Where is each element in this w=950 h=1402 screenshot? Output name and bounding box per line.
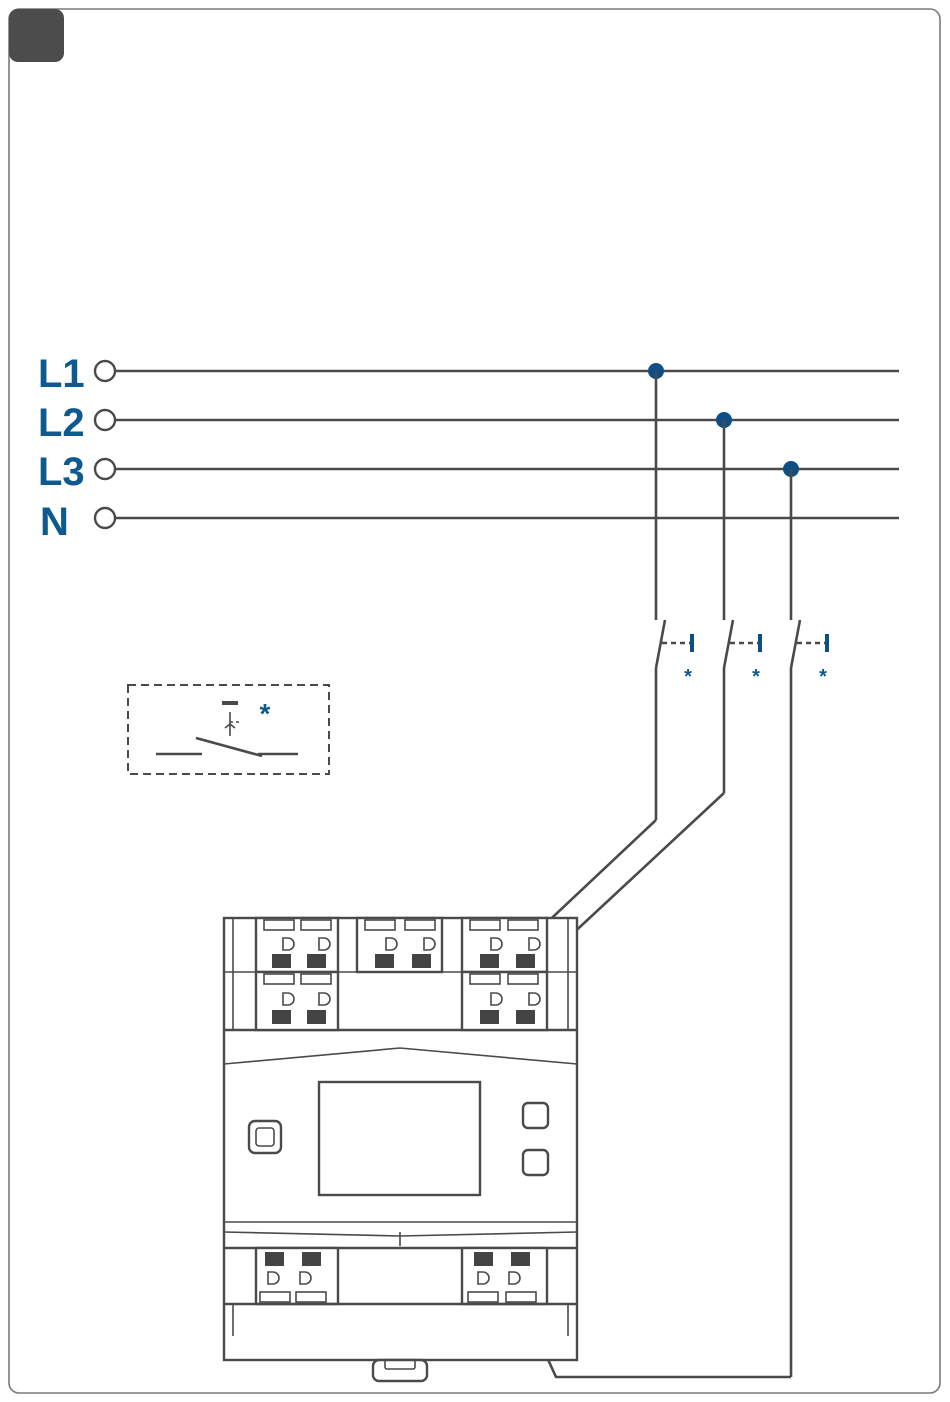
bus-label-l3: L3 (38, 450, 85, 494)
bus-label-n: N (40, 500, 69, 544)
terminal-n (95, 508, 115, 528)
terminal-l2 (95, 410, 115, 430)
bus-label-l2: L2 (38, 401, 85, 445)
terminal-l3 (95, 459, 115, 479)
bus-label-l1: L1 (38, 352, 85, 396)
step-badge (9, 9, 64, 62)
legend-mark: * (260, 698, 271, 729)
breaker-mark-1: * (684, 666, 692, 688)
terminal-l1 (95, 361, 115, 381)
breaker-mark-3: * (819, 666, 827, 688)
breaker-mark-2: * (752, 666, 760, 688)
din-rail-energy-meter-icon (224, 918, 577, 1381)
